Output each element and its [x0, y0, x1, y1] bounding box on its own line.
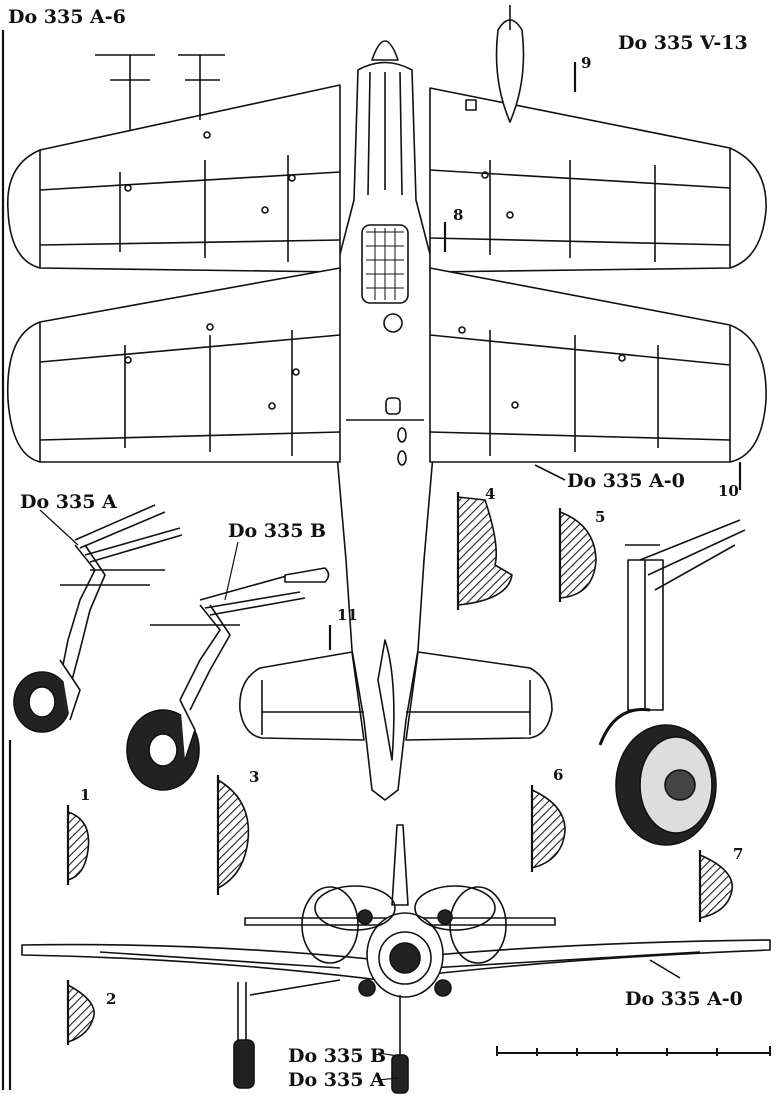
label-do335-a0-top: Do 335 A-0: [567, 470, 685, 492]
section-number-1: 1: [80, 786, 91, 804]
section-number-2: 2: [106, 990, 117, 1008]
wing-v13: [429, 5, 767, 273]
label-do335-b-front: Do 335 B: [288, 1045, 387, 1067]
label-do335-v13: Do 335 V-13: [618, 32, 748, 54]
landing-gear-a: [13, 504, 183, 733]
section-number-5: 5: [595, 508, 606, 526]
front-view: [21, 824, 771, 1094]
fuselage-top-view: [333, 40, 437, 801]
label-do335-a6: Do 335 A-6: [8, 6, 126, 28]
label-do335-a-front: Do 335 A: [288, 1069, 385, 1091]
wing-a0: [6, 267, 767, 481]
section-number-11: 11: [337, 606, 358, 624]
section-number-10: 10: [718, 482, 739, 500]
section-number-3: 3: [249, 768, 260, 786]
airfoil-sections: [67, 496, 733, 1043]
section-number-9: 9: [581, 54, 592, 72]
label-do335-a-gear: Do 335 A: [20, 491, 117, 513]
label-do335-b-gear: Do 335 B: [228, 520, 327, 542]
section-number-6: 6: [553, 766, 564, 784]
wing-a6: [7, 54, 341, 273]
label-do335-a0-front: Do 335 A-0: [625, 988, 743, 1010]
section-number-4: 4: [485, 485, 496, 503]
landing-gear-side: [598, 519, 746, 846]
section-number-7: 7: [733, 845, 744, 863]
section-number-8: 8: [453, 206, 464, 224]
section-markers: [1, 30, 742, 1090]
landing-gear-b: [126, 567, 330, 791]
leader-lines: [39, 509, 399, 1081]
tailplane: [239, 651, 553, 741]
scale-bar: [496, 1046, 771, 1056]
